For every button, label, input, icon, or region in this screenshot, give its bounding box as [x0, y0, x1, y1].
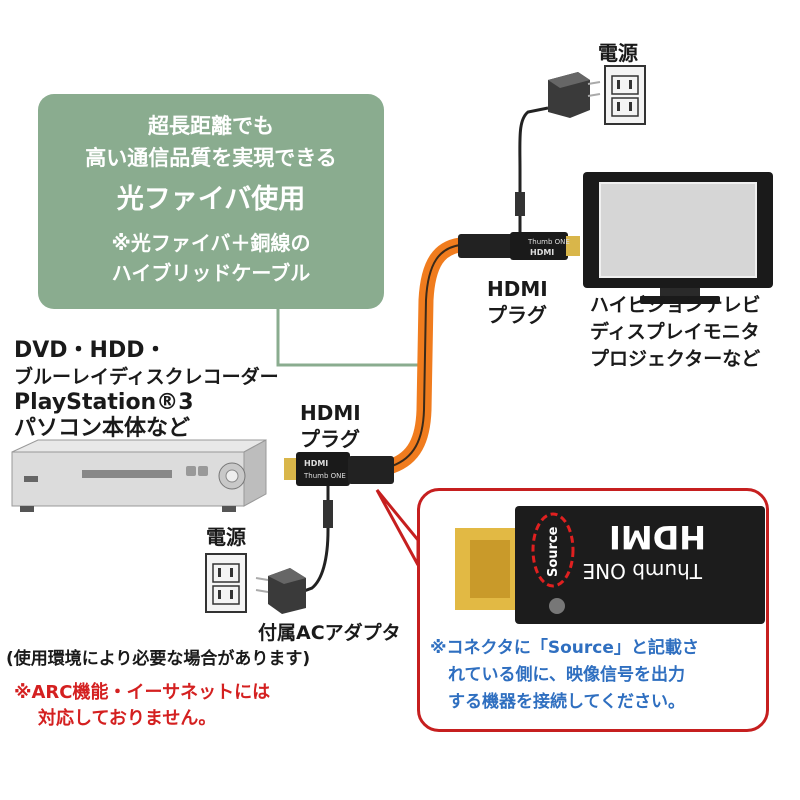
adapter-note: (使用環境により必要な場合があります): [6, 649, 311, 669]
ac-adapter-bottom: [255, 568, 306, 614]
display-line-3: プロジェクターなど: [590, 348, 761, 370]
hdmi-plug-left-label: HDMI プラグ: [300, 400, 361, 452]
hdmi-left-line-2: プラグ: [300, 427, 360, 451]
source-devices-label: DVD・HDD・ ブルーレイディスクレコーダー PlayStation®3 パソ…: [14, 338, 279, 442]
fiber-feature-callout: 超長距離でも 高い通信品質を実現できる 光ファイバ使用 ※光ファイバ＋銅線の ハ…: [38, 94, 384, 309]
callout-note-2: ハイブリッドケーブル: [111, 261, 311, 285]
hdmi-right-line-1: HDMI: [487, 277, 548, 301]
hdmi-plug-right-label: HDMI プラグ: [487, 276, 548, 328]
power-tip-left: [323, 500, 333, 528]
power-cable-right: [518, 106, 549, 232]
display-line-2: ディスプレイモニタ: [590, 321, 760, 343]
wall-outlet-top: [604, 65, 646, 125]
callout-heading: 光ファイバ使用: [116, 184, 306, 215]
callout-line-2: 高い通信品質を実現できる: [85, 146, 337, 170]
callout-leader-line: [276, 309, 432, 367]
hdmi-right-line-2: プラグ: [487, 303, 547, 327]
warning-line-2: 対応しておりません。: [38, 708, 217, 729]
fiber-cable: [384, 237, 468, 474]
source-instruction: ※コネクタに「Source」と記載さ れている側に、映像信号を出力 する機器を接…: [430, 635, 766, 716]
warning-note: ※ARC機能・イーサネットには 対応しておりません。: [14, 680, 270, 732]
power-bottom-label: 電源: [206, 525, 246, 549]
wall-outlet-bottom: [205, 553, 247, 613]
hdmi-plug-left: HDMI Thumb ONE: [284, 452, 394, 486]
plug-brand-right: Thumb ONE: [527, 238, 570, 246]
source-line-3: PlayStation®3: [14, 390, 194, 415]
source-line-2: ブルーレイディスクレコーダー: [14, 366, 279, 388]
ac-adapter-top: [548, 72, 601, 118]
tv-monitor: [583, 172, 773, 304]
power-top-label: 電源: [598, 41, 638, 65]
plug-logo-right: HDMI: [530, 248, 554, 257]
callout-note-1: ※光ファイバ＋銅線の: [111, 231, 311, 255]
adapter-label: 付属ACアダプタ: [258, 622, 401, 644]
power-cable-left: [295, 486, 330, 596]
plug-brand-left: Thumb ONE: [303, 472, 346, 480]
fiber-cable-stripe: [391, 244, 461, 467]
source-line-4: パソコン本体など: [14, 416, 191, 441]
recorder-device: [11, 439, 267, 512]
power-tip-right: [515, 192, 525, 216]
hdmi-plug-right: Thumb ONE HDMI: [458, 232, 580, 260]
instruction-line-1: ※コネクタに「Source」と記載さ: [430, 638, 699, 658]
source-line-1: DVD・HDD・: [14, 338, 167, 363]
instruction-line-2: れている側に、映像信号を出力: [448, 665, 685, 685]
instruction-line-3: する機器を接続してください。: [448, 692, 685, 712]
plug-logo-left: HDMI: [304, 459, 328, 468]
warning-line-1: ※ARC機能・イーサネットには: [14, 682, 271, 703]
detail-pointer: [375, 489, 420, 566]
hdmi-left-line-1: HDMI: [300, 401, 361, 425]
display-devices-label: ハイビジョンテレビ ディスプレイモニタ プロジェクターなど: [590, 292, 761, 373]
display-line-1: ハイビジョンテレビ: [590, 294, 761, 316]
callout-line-1: 超長距離でも: [148, 114, 274, 138]
